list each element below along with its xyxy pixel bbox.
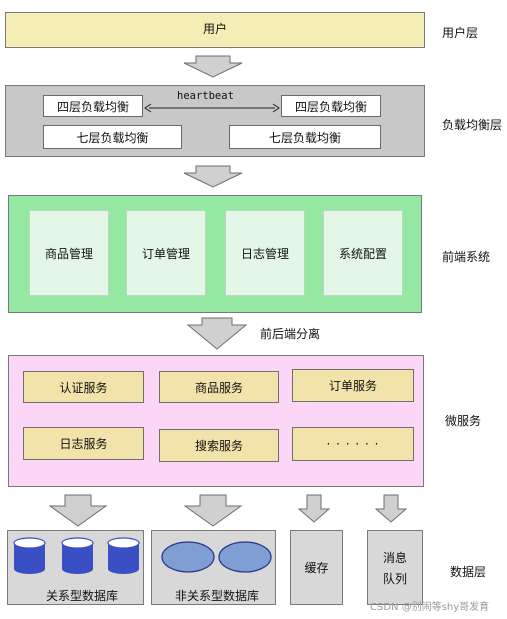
nonrelational-db-label: 非关系型数据库 <box>175 589 260 603</box>
nosql-ellipse-1 <box>161 541 215 573</box>
service-more-label: · · · · · · <box>326 437 380 451</box>
l4-lb-right: 四层负载均衡 <box>281 95 381 117</box>
database-icons <box>13 537 140 574</box>
data-layer-label: 数据层 <box>450 565 487 579</box>
database-icon-1 <box>13 537 46 574</box>
frontend-box-product-label: 商品管理 <box>44 246 93 261</box>
database-icon-2 <box>61 537 94 574</box>
frontend-box-order: 订单管理 <box>126 210 206 296</box>
load-balance-layer: 四层负载均衡 四层负载均衡 heartbeat 七层负载均衡 七层负载均衡 <box>5 85 425 157</box>
relational-db-box: 关系型数据库 <box>7 530 144 605</box>
service-auth-label: 认证服务 <box>59 380 108 395</box>
arrow-user-to-lb <box>183 55 243 78</box>
nonrelational-db-box: 非关系型数据库 <box>151 530 276 605</box>
service-search-label: 搜索服务 <box>194 439 243 453</box>
nosql-icons <box>161 541 272 573</box>
frontend-box-config-label: 系统配置 <box>338 246 387 261</box>
l4-lb-left-label: 四层负载均衡 <box>56 99 129 114</box>
frontend-layer-label: 前端系统 <box>442 250 491 264</box>
frontend-layer: 商品管理 订单管理 日志管理 系统配置 <box>8 195 422 313</box>
microservice-layer: 认证服务 商品服务 订单服务 日志服务 搜索服务 · · · · · · <box>8 355 424 487</box>
frontend-box-log: 日志管理 <box>225 210 305 296</box>
frontend-box-config: 系统配置 <box>323 210 403 296</box>
nosql-ellipse-2 <box>218 541 272 573</box>
service-log: 日志服务 <box>23 427 144 460</box>
cache-box: 缓存 <box>290 530 343 605</box>
service-auth: 认证服务 <box>23 371 144 403</box>
load-balance-layer-label: 负载均衡层 <box>442 118 503 132</box>
arrow-micro-to-rdb <box>48 494 108 527</box>
l7-lb-left: 七层负载均衡 <box>43 125 182 149</box>
relational-db-label: 关系型数据库 <box>46 589 119 603</box>
l4-lb-right-label: 四层负载均衡 <box>294 99 367 114</box>
arrow-lb-to-frontend <box>183 165 243 188</box>
frontend-box-log-label: 日志管理 <box>240 246 289 261</box>
user-box-label: 用户 <box>202 22 227 37</box>
heartbeat-arrow <box>144 103 280 113</box>
service-order: 订单服务 <box>292 369 414 402</box>
separation-label: 前后端分离 <box>260 327 321 341</box>
cache-label: 缓存 <box>304 561 329 575</box>
user-layer-label: 用户层 <box>442 26 479 40</box>
l4-lb-left: 四层负载均衡 <box>43 95 143 117</box>
l7-lb-right-label: 七层负载均衡 <box>268 130 341 145</box>
heartbeat-label: heartbeat <box>177 90 234 102</box>
arrow-micro-to-nosql <box>183 494 243 527</box>
frontend-box-product: 商品管理 <box>29 210 109 296</box>
user-box: 用户 <box>5 12 425 48</box>
service-product-label: 商品服务 <box>194 380 243 395</box>
frontend-box-order-label: 订单管理 <box>141 246 190 261</box>
mq-label-line2: 队列 <box>382 571 407 586</box>
arrow-frontend-to-micro <box>186 317 248 350</box>
service-product: 商品服务 <box>159 371 279 403</box>
arrow-micro-to-cache <box>297 494 331 523</box>
microservice-layer-label: 微服务 <box>445 414 482 428</box>
service-search: 搜索服务 <box>159 429 279 462</box>
message-queue-box: 消息 队列 <box>367 530 423 605</box>
database-icon-3 <box>107 537 140 574</box>
watermark: CSDN @别闹等shy哥发育 <box>370 602 490 613</box>
service-more: · · · · · · <box>292 427 414 461</box>
l7-lb-left-label: 七层负载均衡 <box>76 130 149 145</box>
l7-lb-right: 七层负载均衡 <box>229 125 381 149</box>
arrow-micro-to-mq <box>374 494 408 523</box>
mq-label-line1: 消息 <box>382 550 407 565</box>
service-order-label: 订单服务 <box>328 379 377 393</box>
service-log-label: 日志服务 <box>59 437 108 451</box>
